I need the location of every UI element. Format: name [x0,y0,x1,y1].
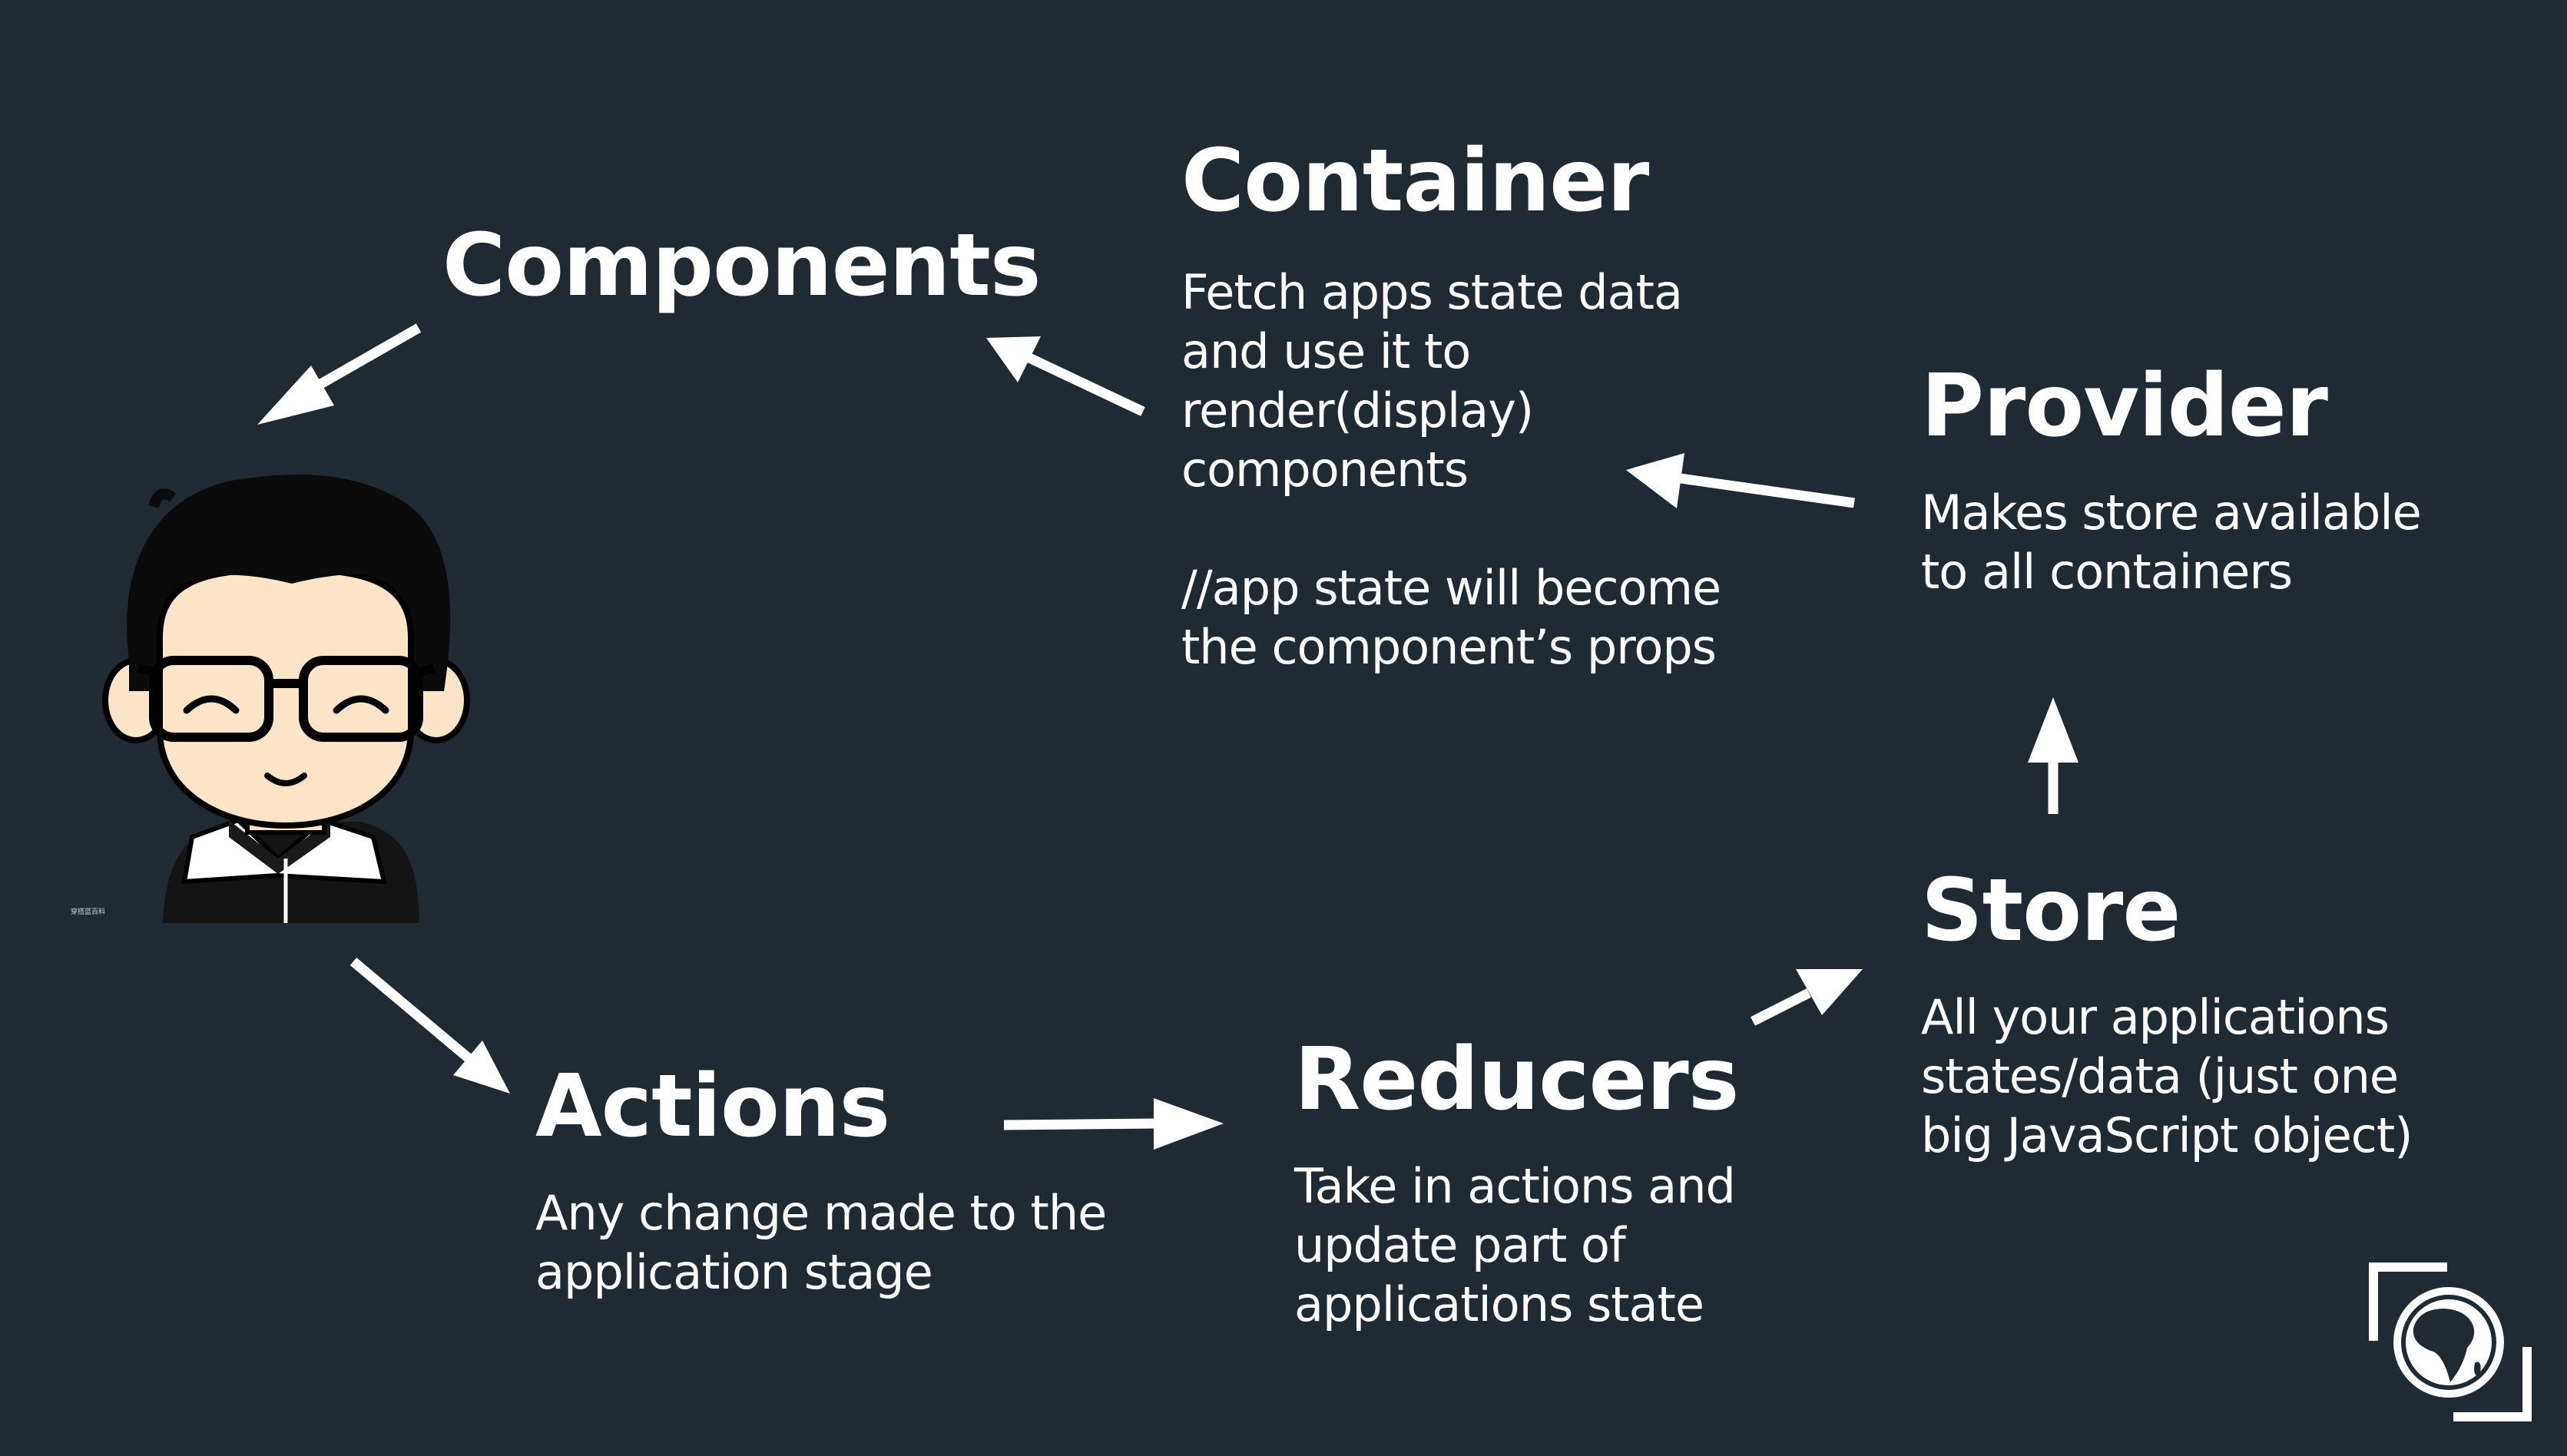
actions-node: Actions Any change made to the applicati… [535,1057,1107,1302]
container-note-line: the component’s props [1181,619,1717,676]
avatar-mouth [264,773,307,786]
reducers-desc-line: applications state [1294,1276,1704,1333]
provider-title: Provider [1921,356,2328,456]
arrow-user-to-actions [349,958,510,1094]
container-node: Container Fetch apps state data and use … [1181,134,1721,677]
store-desc-line: All your applications [1921,989,2390,1046]
arrow-store-to-provider [2028,697,2078,814]
avatar-eye-right [333,695,389,714]
store-desc-line: big JavaScript object) [1921,1107,2413,1164]
arrow-components-to-user [257,323,422,425]
container-desc-line: Fetch apps state data [1181,264,1683,321]
container-desc-line: render(display) [1181,382,1534,439]
container-title: Container [1181,131,1649,231]
actions-desc-line: Any change made to the [535,1185,1107,1242]
store-node: Store All your applications states/data … [1921,861,2413,1165]
avatar-caption: 穿搭蓝百科 [71,908,106,916]
arrow-provider-to-container [1626,453,1855,508]
reducers-desc-line: Take in actions and [1294,1158,1736,1215]
reducers-description: Take in actions and update part of appli… [1294,1157,1738,1334]
store-title: Store [1921,861,2181,961]
arrow-actions-to-reducers [1003,1098,1224,1150]
actions-description: Any change made to the application stage [535,1183,1107,1302]
provider-description: Makes store available to all containers [1921,483,2422,601]
container-note-line: //app state will become [1181,560,1721,617]
container-desc-line: and use it to [1181,323,1471,380]
arrow-reducers-to-store [1751,969,1863,1026]
actions-desc-line: application stage [535,1244,933,1301]
provider-node: Provider Makes store available to all co… [1921,356,2422,601]
container-desc-line: components [1181,442,1469,498]
reducers-title: Reducers [1294,1030,1739,1130]
provider-desc-line: to all containers [1921,544,2293,601]
reducers-node: Reducers Take in actions and update part… [1294,1030,1739,1334]
container-description: Fetch apps state data and use it to rend… [1181,263,1721,677]
store-desc-line: states/data (just one [1921,1048,2399,1105]
actions-title: Actions [535,1057,890,1157]
provider-desc-line: Makes store available [1921,485,2422,541]
avatar-eye-left [183,695,240,714]
components-title: Components [442,216,1042,316]
avatar-glasses [137,656,436,742]
arrow-container-to-components [986,336,1145,416]
store-description: All your applications states/data (just … [1921,988,2413,1165]
reducers-desc-line: update part of [1294,1217,1626,1274]
